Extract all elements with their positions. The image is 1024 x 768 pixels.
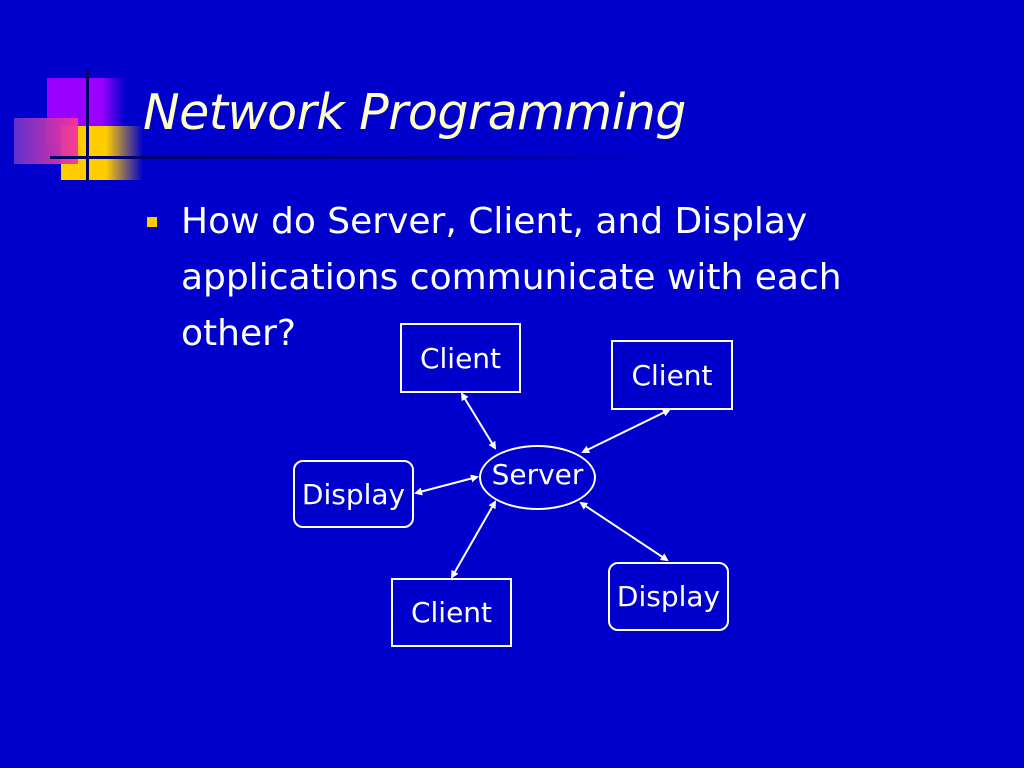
client-node-bottom: Client xyxy=(391,578,512,647)
bullet-text: How do Server, Client, and Display appli… xyxy=(181,201,842,354)
client-node-top: Client xyxy=(400,323,521,393)
display-node-left: Display xyxy=(293,460,414,528)
server-label: Server xyxy=(491,458,584,491)
display-label: Display xyxy=(616,580,721,613)
display-node-bottom-right: Display xyxy=(608,562,729,631)
display-label: Display xyxy=(301,477,406,511)
client-label: Client xyxy=(419,341,502,375)
client-node-right: Client xyxy=(611,340,733,410)
client-label: Client xyxy=(410,596,493,629)
title-underline xyxy=(50,156,660,159)
decor-vertical-line xyxy=(86,70,89,182)
server-node: Server xyxy=(479,445,596,510)
slide-title: Network Programming xyxy=(143,84,686,141)
client-label: Client xyxy=(631,358,713,392)
bullet-square-icon xyxy=(147,217,157,227)
